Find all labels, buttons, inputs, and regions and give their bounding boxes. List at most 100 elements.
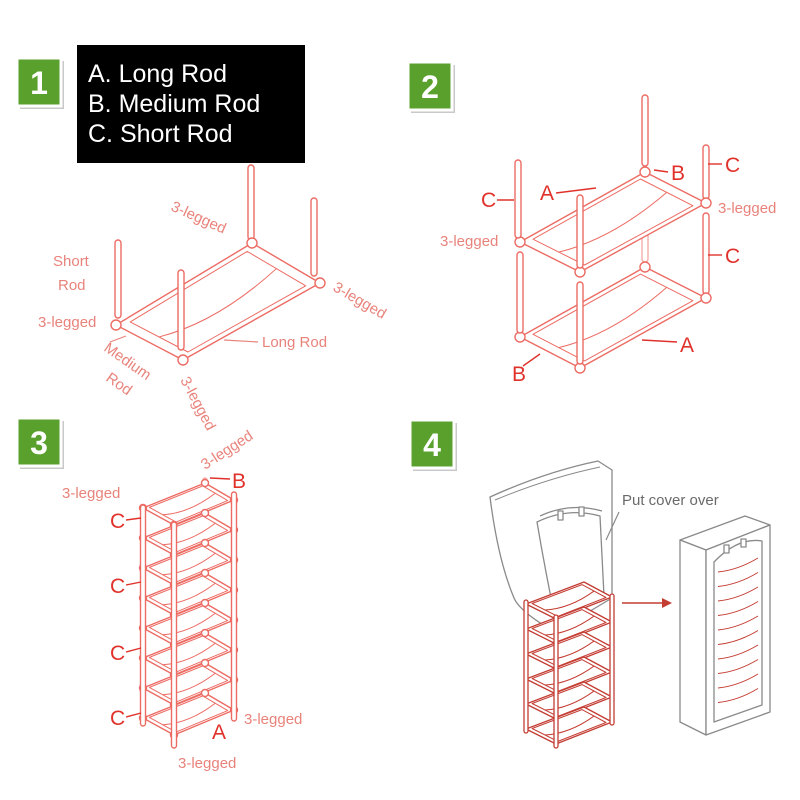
- label-3-legged-joint: 3-legged: [244, 711, 302, 728]
- three-legged-joint: [110, 319, 122, 331]
- badge-background: [406, 60, 454, 112]
- label-c-short-rod: C: [110, 642, 125, 665]
- tier-4-shelf-inner-edge: [531, 659, 607, 692]
- cabinet-side: [679, 539, 707, 736]
- tier-4-shelf-inner-edge: [148, 575, 229, 613]
- label-3-legged-joint: 3-legged: [168, 198, 228, 237]
- cabinet-front: [705, 524, 771, 736]
- upper-shelf-frame-fabric-fold: [558, 191, 668, 253]
- tier-8-shelf-inner-edge: [148, 695, 229, 733]
- left-column: [523, 599, 529, 734]
- label-leader-line: [555, 187, 597, 194]
- cover-top-seam: [494, 466, 601, 501]
- legend-medium-rod: B. Medium Rod: [88, 90, 260, 118]
- right-column: [230, 491, 238, 722]
- label-leader-line: [209, 477, 231, 480]
- step-2-frame-drawing: [514, 94, 712, 374]
- tier-1-shelf-inner-edge: [531, 584, 607, 617]
- three-legged-joint: [200, 628, 210, 638]
- label-leader-line: [605, 511, 620, 541]
- badge-background: [15, 56, 63, 108]
- label-3-legged-joint: 3-legged: [718, 200, 776, 217]
- label-c-short-rod: C: [110, 510, 125, 533]
- step-badge-3: 3: [15, 416, 64, 469]
- step-1-frame-drawing: [110, 164, 326, 366]
- tier-1-shelf-fabric-fold: [162, 492, 216, 516]
- three-legged-joint: [639, 166, 651, 178]
- step-4-fabric-cover: [489, 460, 613, 633]
- step-4-annotations: Put cover over: [605, 492, 719, 608]
- zipper-pull: [578, 506, 585, 517]
- tier-6-shelf-fabric-fold: [162, 642, 216, 666]
- vertical-short-rod: [114, 239, 122, 319]
- label-3-legged-joint: 3-legged: [198, 427, 256, 473]
- tier-8-shelf-fabric-fold: [162, 702, 216, 726]
- left-column: [139, 504, 147, 727]
- shelf-frame-fabric-fold: [158, 268, 277, 338]
- tier-2-shelf-inner-edge: [531, 609, 607, 642]
- label-leader-line: [109, 335, 127, 343]
- cabinet-shelf-line: [717, 673, 759, 689]
- label-c-short-rod: C: [481, 189, 496, 212]
- right-column: [609, 593, 615, 726]
- cabinet-shelf-line: [717, 644, 759, 660]
- tier-1-shelf-inner-edge: [148, 485, 229, 523]
- tier-2-shelf-fabric-fold: [544, 615, 595, 636]
- vertical-short-rod: [576, 281, 584, 365]
- legend-long-rod: A. Long Rod: [88, 60, 227, 88]
- three-legged-joint: [246, 237, 258, 249]
- cabinet-shelf-line: [717, 557, 759, 573]
- three-legged-joint: [700, 197, 712, 209]
- label-put-cover-over: Put cover over: [622, 492, 719, 509]
- label-3-legged-joint: 3-legged: [330, 279, 389, 323]
- vertical-short-rod: [641, 94, 649, 167]
- vertical-short-rod: [247, 164, 255, 241]
- vertical-short-rod: [702, 212, 710, 295]
- label-3-legged-joint: 3-legged: [176, 374, 218, 434]
- label-leader-line: [125, 647, 142, 653]
- legend-background: [77, 45, 305, 163]
- zipper-pull: [557, 510, 564, 521]
- tier-6-shelf-inner-edge: [148, 635, 229, 673]
- vertical-short-rod: [576, 194, 584, 269]
- arrow-right-icon: [662, 598, 672, 608]
- label-leader-line: [125, 712, 142, 718]
- cabinet-shelf-line: [717, 659, 759, 674]
- step-4-covered-cabinet: [679, 515, 771, 736]
- vertical-short-rod: [177, 269, 185, 351]
- step-number: 1: [30, 65, 48, 101]
- three-legged-joint: [200, 478, 210, 488]
- three-legged-joint: [200, 688, 210, 698]
- label-a-long-rod: A: [680, 334, 694, 357]
- vertical-short-rod: [310, 197, 318, 277]
- label-short-rod-line1: Short: [53, 253, 90, 270]
- label-leader-line: [223, 339, 259, 343]
- label-c-short-rod: C: [725, 245, 740, 268]
- tier-3-shelf-inner-edge: [531, 634, 607, 667]
- label-leader-line: [641, 339, 678, 343]
- label-3-legged-joint: 3-legged: [178, 755, 236, 772]
- label-c-short-rod: C: [725, 154, 740, 177]
- cabinet-shelf-line: [717, 601, 759, 616]
- label-leader-line: [522, 353, 541, 367]
- vertical-short-rod: [514, 159, 522, 239]
- label-long-rod: Long Rod: [262, 334, 327, 351]
- badge-background: [408, 418, 456, 470]
- tier-5-shelf-inner-edge: [531, 684, 607, 717]
- label-c-short-rod: C: [110, 707, 125, 730]
- three-legged-joint: [200, 508, 210, 518]
- label-a-long-rod: A: [212, 721, 226, 744]
- tier-6-shelf-inner-edge: [531, 709, 607, 742]
- zipper-pull: [740, 538, 747, 548]
- zipper-pull: [723, 544, 730, 554]
- label-short-rod-line2: Rod: [58, 277, 86, 294]
- label-3-legged-joint: 3-legged: [38, 314, 96, 331]
- badge-background: [15, 416, 63, 468]
- cabinet-zipper-door: [713, 539, 763, 723]
- lower-shelf-frame-outer-rods: [519, 266, 707, 369]
- legend-short-rod: C. Short Rod: [88, 120, 233, 148]
- three-legged-joint: [639, 261, 651, 273]
- lower-shelf-frame-fabric-fold: [558, 287, 668, 349]
- step-number: 4: [423, 427, 441, 463]
- cabinet-shelf-line: [717, 586, 759, 602]
